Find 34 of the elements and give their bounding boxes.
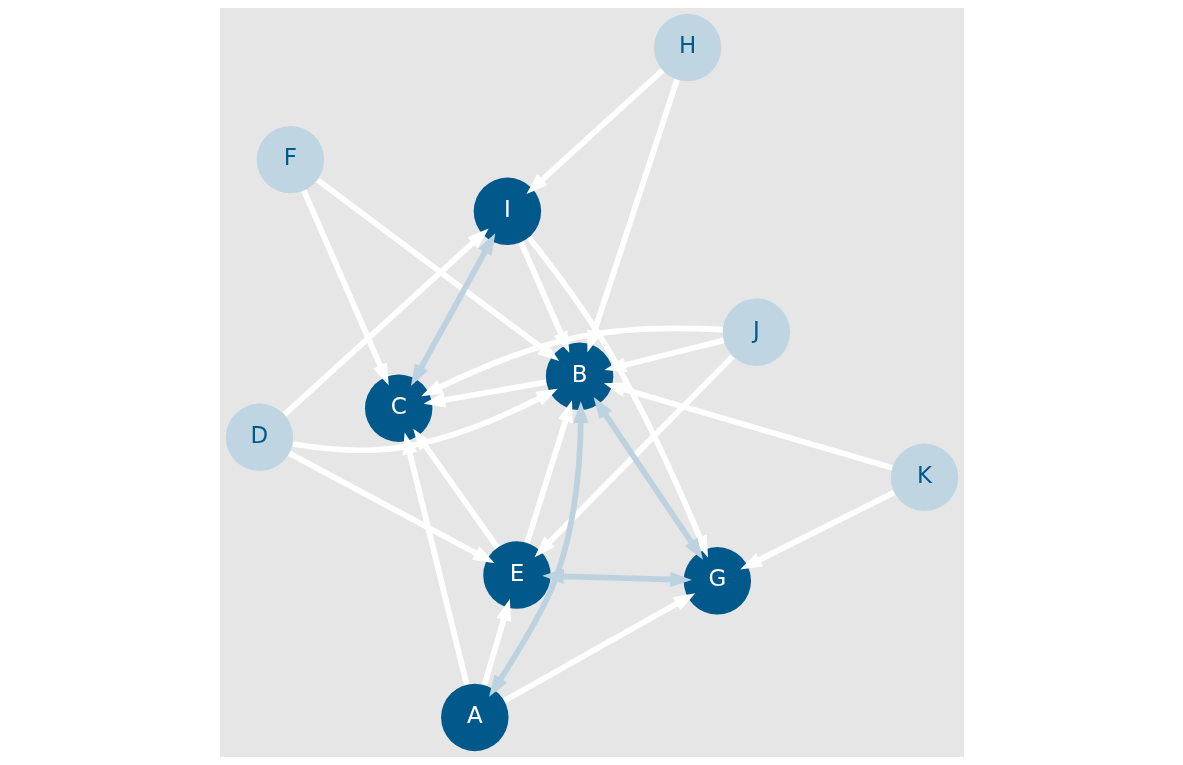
- node-circle: D: [225, 403, 293, 471]
- arrow: [402, 432, 469, 685]
- arrow: [593, 397, 703, 560]
- arrow: [315, 177, 559, 361]
- node-circle: B: [545, 342, 613, 410]
- arrow: [423, 379, 546, 408]
- arrow: [481, 599, 511, 686]
- arrow: [525, 68, 664, 195]
- arrow: [502, 593, 695, 704]
- node-circle: E: [482, 541, 551, 609]
- node-circle: H: [653, 13, 721, 82]
- node-circle: C: [364, 374, 432, 442]
- arrow: [534, 354, 735, 558]
- arrow: [603, 382, 893, 471]
- arrow: [739, 490, 895, 570]
- arrow: [526, 235, 708, 558]
- node-circle: K: [890, 443, 958, 512]
- arrow: [603, 337, 724, 373]
- arrow: [517, 241, 569, 353]
- arrow: [412, 428, 500, 550]
- arrow: [523, 400, 573, 544]
- arrow: [420, 325, 723, 397]
- arrow: [291, 388, 558, 454]
- arrow: [488, 401, 588, 697]
- arrow: [410, 233, 495, 386]
- arrow: [300, 189, 389, 386]
- node-circle: A: [440, 683, 509, 752]
- node-circle: J: [722, 298, 790, 366]
- arrow: [287, 450, 495, 564]
- arrow: [541, 568, 692, 588]
- arrow: [282, 228, 489, 417]
- node-circle: F: [256, 125, 324, 194]
- node-circle: I: [473, 177, 541, 245]
- node-circle: G: [683, 547, 751, 615]
